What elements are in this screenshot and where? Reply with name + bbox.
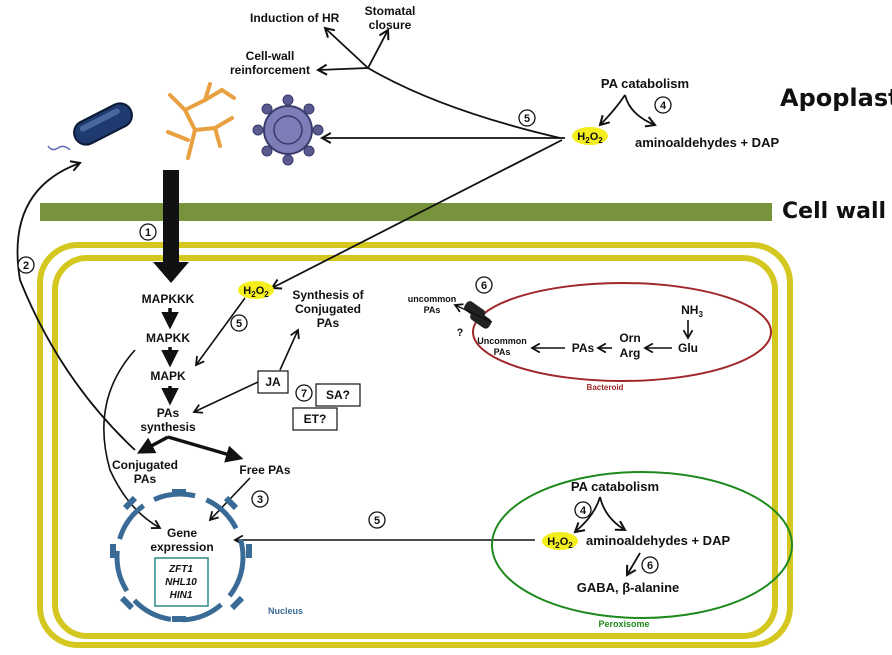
gene-list-box <box>154 557 209 607</box>
peroxisome-pa-catabolism-label: PA catabolism <box>571 479 659 494</box>
step-1-badge: 1 <box>139 223 157 241</box>
gene-zft1: ZFT1 <box>168 564 193 575</box>
pas-synthesis-label: PAs <box>157 406 180 420</box>
step-4-badge-apoplast: 4 <box>654 96 672 114</box>
svg-text:5: 5 <box>236 318 242 330</box>
sa-box <box>315 383 361 407</box>
induction-hr-label: Induction of HR <box>250 11 340 25</box>
step-6-badge-peroxisome: 6 <box>641 556 659 574</box>
apoplast-label: Apoplast <box>780 84 892 112</box>
conjugated-pas-label: Conjugated <box>112 458 178 472</box>
conjugated-pas-label-2: PAs <box>134 472 157 486</box>
bacteroid-pas-label: PAs <box>572 341 595 355</box>
ja-label: JA <box>265 375 281 389</box>
apoplast-aminoaldehydes-label: aminoaldehydes + DAP <box>635 135 779 150</box>
mapkkk-label: MAPKKK <box>142 292 195 306</box>
svg-text:1: 1 <box>145 227 151 239</box>
svg-text:4: 4 <box>580 505 587 517</box>
mapk-label: MAPK <box>150 369 186 383</box>
bacteroid-label: Bacteroid <box>587 383 624 392</box>
uncommon-pas-out-label-2: PAs <box>424 305 441 315</box>
cell-inner-membrane <box>52 255 778 639</box>
step-5-badge-apoplast: 5 <box>518 109 536 127</box>
step-2-badge: 2 <box>17 256 35 274</box>
svg-text:6: 6 <box>481 280 487 292</box>
gene-hin1: HIN1 <box>170 590 193 601</box>
cell-outer-membrane <box>37 242 793 648</box>
cell-wall-reinforcement-label-2: reinforcement <box>230 63 310 77</box>
et-box <box>292 407 338 431</box>
uncommon-pas-in-label-2: PAs <box>494 347 511 357</box>
arg-label: Arg <box>620 346 641 360</box>
step-5-badge-cytosol: 5 <box>230 314 248 332</box>
gene-expression-label: Gene <box>167 526 197 540</box>
virus-icon <box>252 94 324 166</box>
svg-text:5: 5 <box>374 515 380 527</box>
gene-expression-label-2: expression <box>150 540 213 554</box>
apoplast-h2o2-label: H2O2 <box>577 131 603 145</box>
svg-text:5: 5 <box>524 113 530 125</box>
uncommon-pas-out-label: uncommon <box>408 294 457 304</box>
apoplast-h2o2-highlight <box>572 127 608 145</box>
cell-wall-reinforcement-label: Cell-wall <box>246 49 295 63</box>
orn-label: Orn <box>619 331 640 345</box>
synthesis-conjugated-label-3: PAs <box>317 316 340 330</box>
peroxisome-aminoaldehydes-label: aminoaldehydes + DAP <box>586 533 730 548</box>
svg-text:2: 2 <box>23 260 29 272</box>
apoplast-pa-catabolism-label: PA catabolism <box>601 76 689 91</box>
transporter-icon <box>453 301 493 329</box>
svg-text:7: 7 <box>301 388 307 400</box>
transporter-question-mark: ? <box>457 327 464 339</box>
sa-label: SA? <box>326 388 350 402</box>
et-label: ET? <box>304 412 327 426</box>
nucleus-label: Nucleus <box>268 606 303 616</box>
uncommon-pas-in-label: Uncommon <box>477 336 527 346</box>
mapkk-label: MAPKK <box>146 331 190 345</box>
step-5-badge-nucleus: 5 <box>368 511 386 529</box>
cell-wall-band <box>40 203 772 221</box>
gaba-label: GABA, β-alanine <box>577 580 680 595</box>
svg-text:4: 4 <box>660 100 667 112</box>
glu-label: Glu <box>678 341 698 355</box>
cytosol-h2o2-label: H2O2 <box>243 285 269 299</box>
cytosol-h2o2-highlight <box>238 281 274 299</box>
nh3-label: NH3 <box>681 303 703 319</box>
bacterium-icon <box>47 102 133 151</box>
peroxisome-h2o2-label: H2O2 <box>547 536 573 550</box>
stomatal-closure-label: Stomatal <box>365 4 416 18</box>
step-3-badge: 3 <box>251 490 269 508</box>
synthesis-conjugated-label: Synthesis of <box>292 288 364 302</box>
gene-nhl10: NHL10 <box>165 577 197 588</box>
signal-arrow-shaft <box>163 170 179 265</box>
step-4-badge-peroxisome: 4 <box>574 501 592 519</box>
step-7-badge: 7 <box>295 384 313 402</box>
peroxisome-h2o2-highlight <box>542 532 578 550</box>
stomatal-closure-label-2: closure <box>369 18 412 32</box>
nucleus <box>110 489 252 623</box>
fungus-icon <box>166 82 236 160</box>
step-6-badge-bacteroid: 6 <box>475 276 493 294</box>
cell-wall-label: Cell wall <box>782 199 886 224</box>
svg-text:3: 3 <box>257 494 263 506</box>
free-pas-label: Free PAs <box>239 463 290 477</box>
pas-synthesis-label-2: synthesis <box>140 420 196 434</box>
svg-text:6: 6 <box>647 560 653 572</box>
bacteroid <box>472 282 772 382</box>
peroxisome <box>491 471 793 619</box>
signal-arrow-head <box>153 262 189 283</box>
synthesis-conjugated-label-2: Conjugated <box>295 302 361 316</box>
peroxisome-label: Peroxisome <box>598 619 649 629</box>
